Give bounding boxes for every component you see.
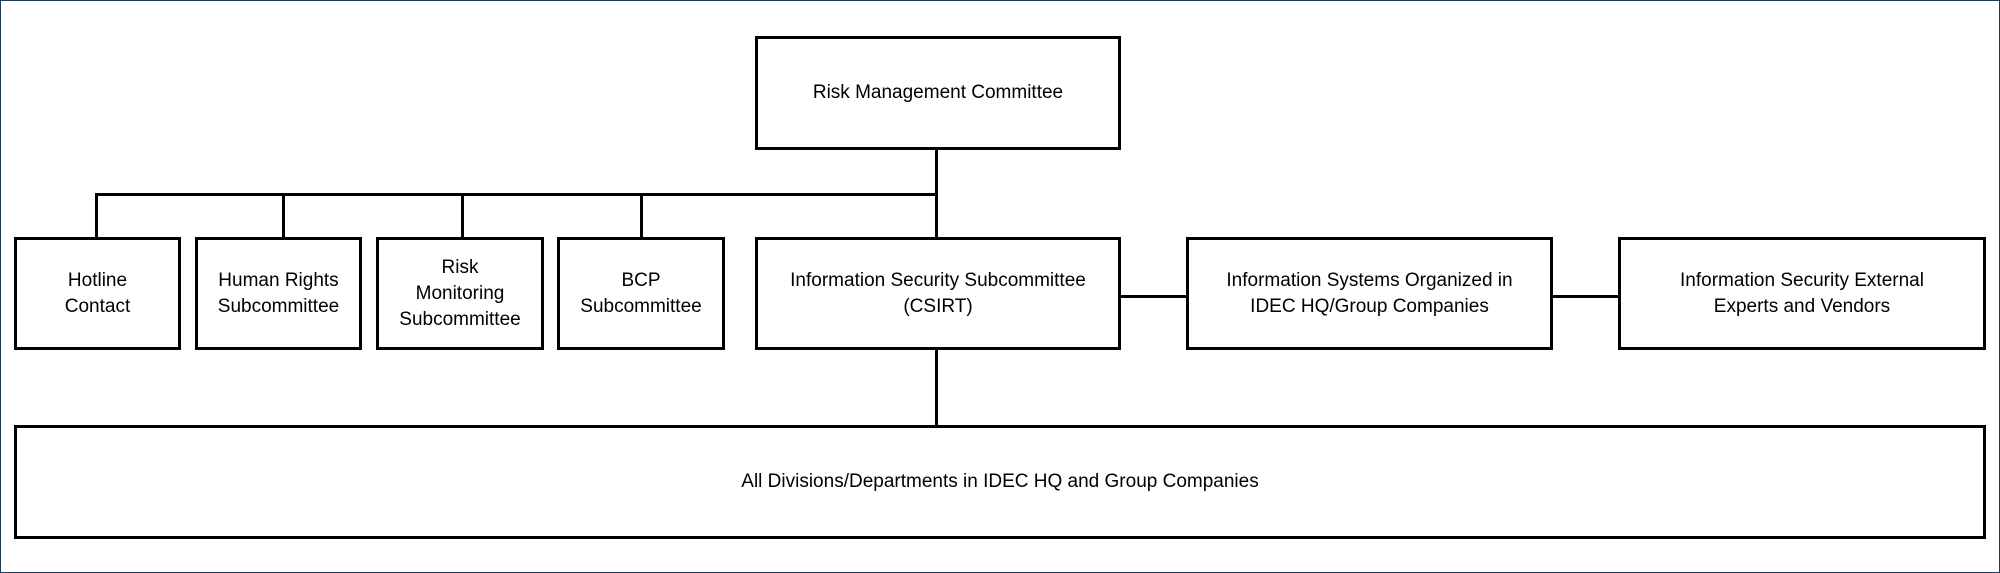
all-divisions-label: All Divisions/Departments in IDEC HQ and… [741,471,1259,492]
hotline-contact-label-line-1: Hotline [67,269,128,291]
bcp-label-line-2: Subcommittee [580,295,702,317]
connector-bcp [640,193,643,240]
information-systems-box: Information Systems Organized in IDEC HQ… [1186,237,1553,350]
external-label-line-2: Experts and Vendors [1713,295,1891,317]
connector-horizontal-bus [95,193,938,196]
connector-hotline [95,193,98,240]
risk-monitoring-label-line-2: Monitoring [415,282,505,304]
risk-monitoring-subcommittee-box: Risk Monitoring Subcommittee [376,237,544,350]
info-systems-label-line-2: IDEC HQ/Group Companies [1250,295,1489,317]
info-systems-label-line-1: Information Systems Organized in [1226,269,1513,291]
external-label-line-1: Information Security External [1680,269,1924,291]
hotline-contact-box: Hotline Contact [14,237,181,350]
all-divisions-box: All Divisions/Departments in IDEC HQ and… [14,425,1986,539]
connector-human-rights [282,193,285,240]
information-security-subcommittee-box: Information Security Subcommittee (CSIRT… [755,237,1121,350]
connector-infosec-to-systems [1119,295,1188,298]
risk-monitoring-label-line-1: Risk [441,256,479,278]
connector-risk-monitoring [461,193,464,240]
hotline-contact-label-line-2: Contact [64,295,131,317]
human-rights-subcommittee-box: Human Rights Subcommittee [195,237,362,350]
human-rights-label-line-2: Subcommittee [217,295,340,317]
bcp-subcommittee-box: BCP Subcommittee [557,237,725,350]
connector-systems-to-external [1551,295,1620,298]
external-experts-box: Information Security External Experts an… [1618,237,1986,350]
human-rights-label-line-1: Human Rights [218,269,339,291]
connector-infosec-to-bottom [935,349,938,427]
risk-management-committee-box: Risk Management Committee [755,36,1121,150]
risk-management-committee-label: Risk Management Committee [812,82,1064,103]
infosec-label-line-2: (CSIRT) [903,295,973,317]
risk-monitoring-label-line-3: Subcommittee [399,308,521,330]
bcp-label-line-1: BCP [621,269,661,291]
infosec-label-line-1: Information Security Subcommittee [790,269,1086,291]
